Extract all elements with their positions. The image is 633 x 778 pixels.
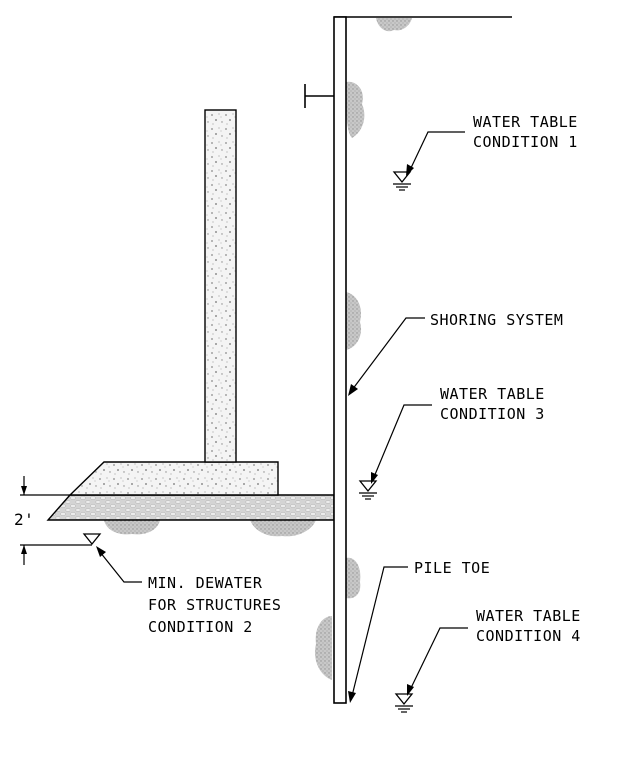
water-table-symbol-4 (394, 693, 414, 713)
leader-wt1 (406, 131, 465, 176)
soil-patch (346, 557, 361, 599)
wall-stem (204, 109, 237, 463)
gravel-base (46, 494, 335, 521)
leader-dewater (96, 546, 142, 583)
dimension-label: 2' (14, 510, 34, 529)
footing (68, 461, 279, 496)
waler-beam (304, 84, 334, 108)
leader-pile-toe (348, 566, 408, 703)
label-wt4-line1: WATER TABLE (476, 607, 581, 625)
label-wt1-line2: CONDITION 1 (473, 133, 578, 151)
leader-shoring (348, 317, 425, 396)
water-table-symbol-1 (392, 171, 412, 191)
water-table-symbol-2 (82, 533, 102, 546)
soil-patch (250, 520, 316, 537)
soil-patch (104, 520, 160, 535)
leader-wt3 (371, 404, 432, 484)
label-dewater-line3: CONDITION 2 (148, 618, 253, 636)
soil-patch (346, 292, 362, 350)
label-dewater-line1: MIN. DEWATER (148, 574, 263, 592)
label-shoring-system: SHORING SYSTEM (430, 311, 563, 329)
label-dewater-line2: FOR STRUCTURES (148, 596, 281, 614)
label-wt4-line2: CONDITION 4 (476, 627, 581, 645)
label-wt1-line1: WATER TABLE (473, 113, 578, 131)
soil-patch (346, 81, 365, 138)
label-wt3-line2: CONDITION 3 (440, 405, 545, 423)
leader-wt4 (407, 627, 468, 696)
dimension-marker (20, 476, 92, 565)
water-table-symbol-3 (358, 480, 378, 500)
soil-patch (376, 18, 412, 32)
label-wt3-line1: WATER TABLE (440, 385, 545, 403)
shoring-wall (333, 16, 347, 704)
label-pile-toe: PILE TOE (414, 559, 490, 577)
soil-patch (314, 616, 332, 680)
